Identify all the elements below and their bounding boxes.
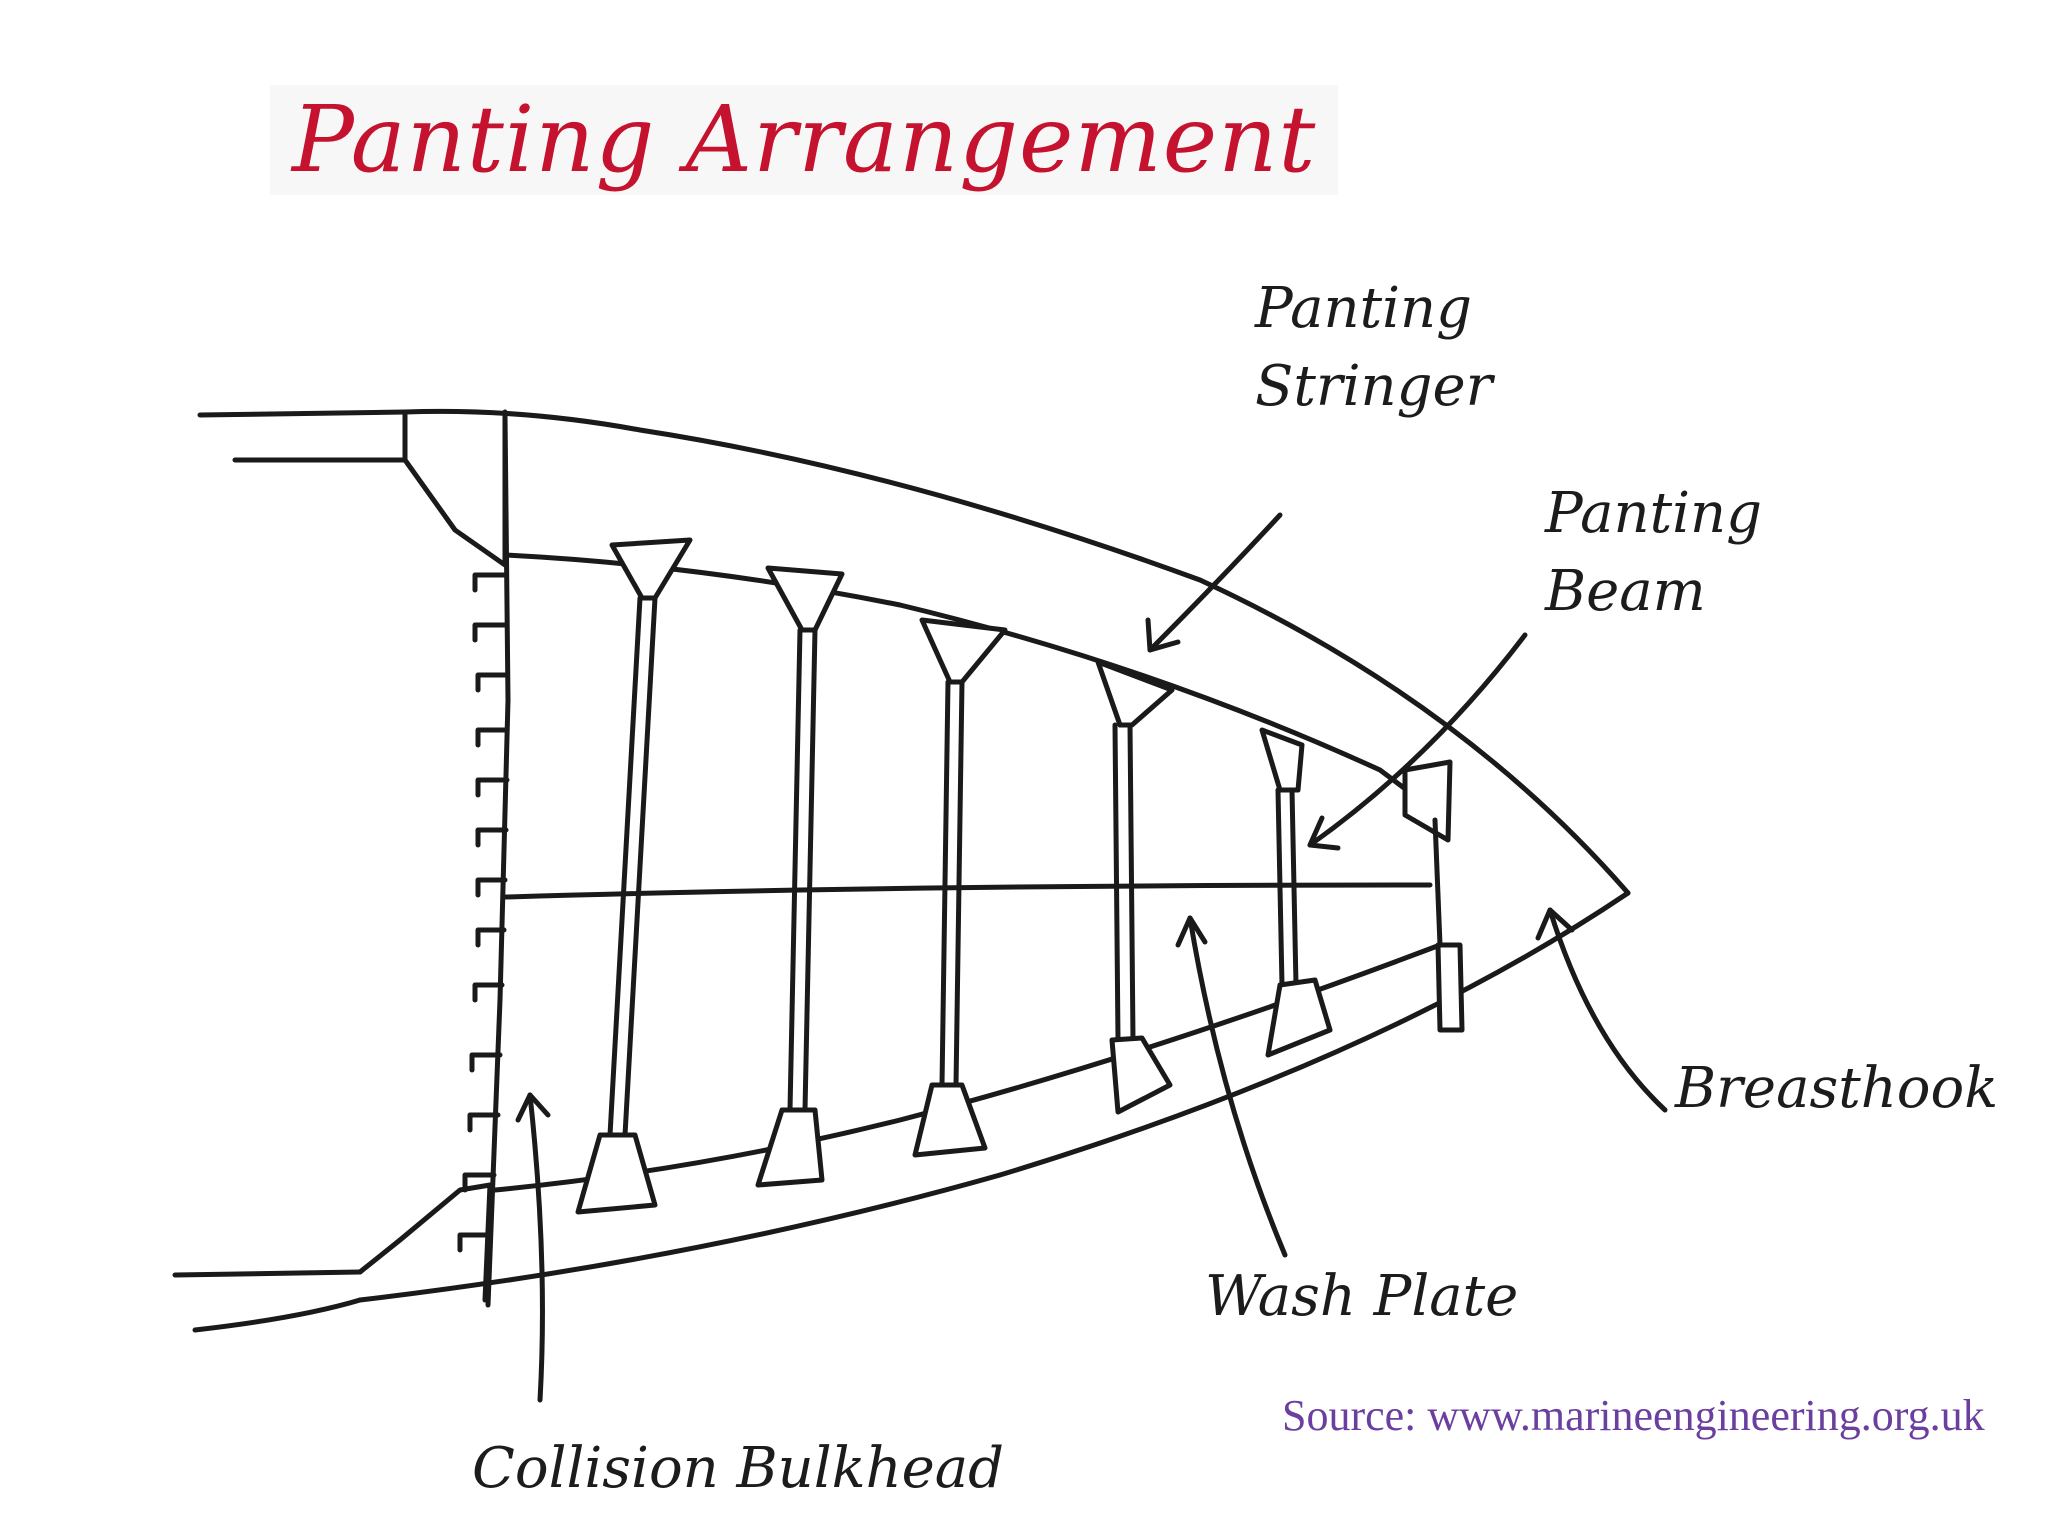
panting-beam-4 — [1095, 659, 1175, 1115]
breasthook-label: Breasthook — [1675, 1056, 1999, 1121]
panting-stringer-label: Panting Stringer — [1255, 270, 1492, 426]
collision-bulkhead-label: Collision Bulkhead — [472, 1436, 1005, 1501]
panting-beam-5 — [1259, 727, 1333, 1058]
lower-bulkhead-bracket — [357, 1182, 493, 1303]
panting-beam-label-line1: Panting — [1545, 481, 1762, 546]
wash-plate-label: Wash Plate — [1205, 1264, 1519, 1329]
bulkhead-stiffeners — [457, 572, 510, 1253]
panting-beam-label: Panting Beam — [1545, 475, 1762, 631]
upper-bulkhead-bracket — [402, 409, 508, 568]
breasthook-blocks — [1402, 759, 1465, 1033]
panting-beam-arrow — [1307, 632, 1528, 851]
panting-stringer-arrow — [1145, 512, 1283, 653]
panting-beam-1 — [575, 537, 693, 1215]
panting-beam-3 — [912, 617, 1008, 1158]
breasthook-arrow — [1535, 907, 1668, 1113]
diagram-title: Panting Arrangement — [270, 85, 1339, 195]
panting-stringer-label-line1: Panting — [1255, 276, 1472, 341]
upper-deck-lines — [197, 409, 408, 463]
lower-deck-lines — [172, 1269, 363, 1333]
collision-bulkhead-line — [485, 412, 511, 1308]
wash-plate-arrow — [1175, 915, 1288, 1258]
collision-bulkhead-arrow — [515, 1092, 551, 1403]
panting-stringer-label-line2: Stringer — [1255, 354, 1493, 419]
outer-hull-top — [402, 408, 1631, 896]
panting-beam-label-line2: Beam — [1545, 559, 1706, 624]
panting-beam-2 — [755, 565, 845, 1188]
wash-plate-line — [503, 882, 1433, 900]
source-credit: Source: www.marineengineering.org.uk — [1282, 1391, 1985, 1440]
